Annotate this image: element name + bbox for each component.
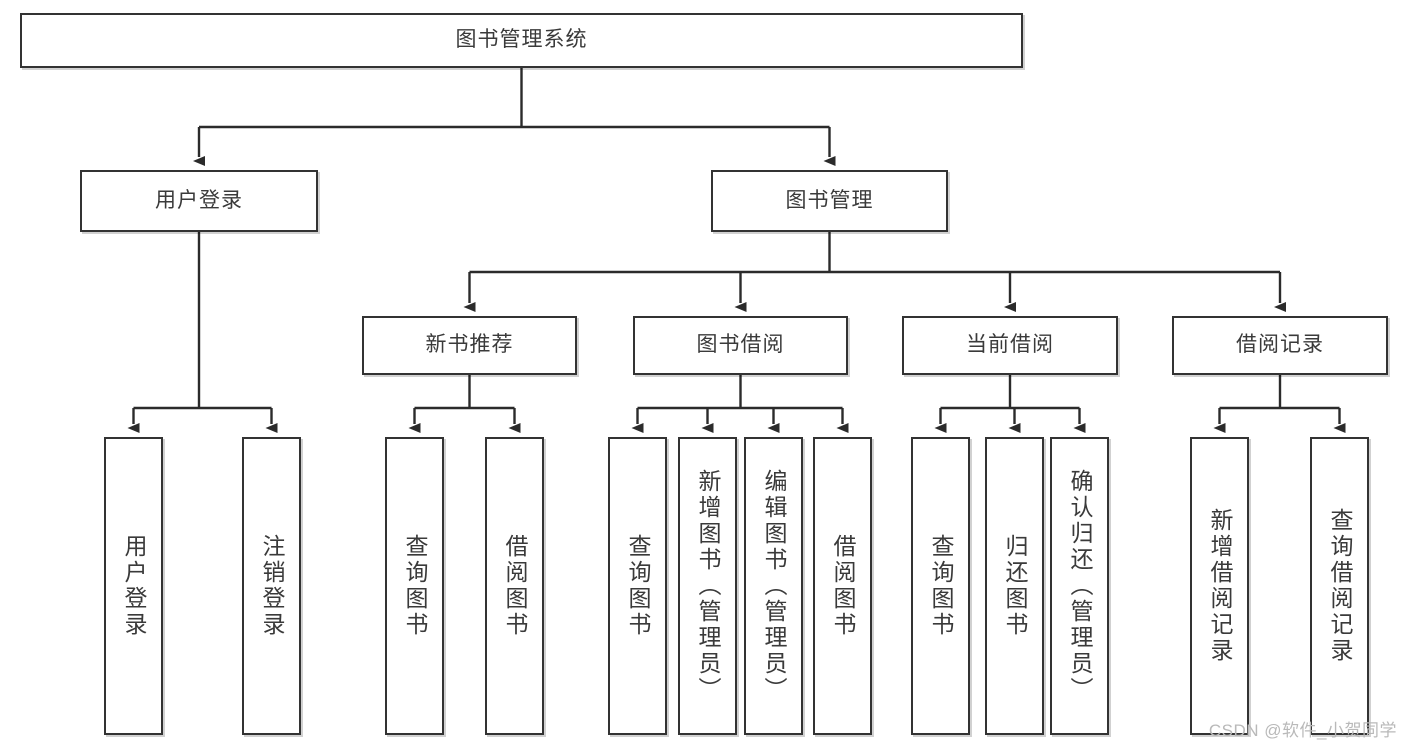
node-label: 新书推荐 bbox=[425, 333, 514, 357]
node-label: 注销登录 bbox=[259, 534, 285, 638]
node-label: 图书借阅 bbox=[696, 333, 785, 357]
node-leaf-borrow-book-bb[interactable]: 借阅图书 bbox=[813, 437, 872, 735]
node-label: 借阅图书 bbox=[830, 534, 856, 638]
node-leaf-add-book-bb[interactable]: 新增图书（管理员） bbox=[678, 437, 737, 735]
node-label: 查询图书 bbox=[928, 534, 954, 638]
node-user-login[interactable]: 用户登录 bbox=[80, 170, 318, 232]
node-label: 确认归还（管理员） bbox=[1067, 469, 1093, 703]
node-new-book-recommend[interactable]: 新书推荐 bbox=[362, 316, 577, 375]
node-leaf-return-book-cb[interactable]: 归还图书 bbox=[985, 437, 1044, 735]
node-leaf-borrow-book-nbr[interactable]: 借阅图书 bbox=[485, 437, 544, 735]
node-leaf-add-record-br[interactable]: 新增借阅记录 bbox=[1190, 437, 1249, 735]
node-label: 新增借阅记录 bbox=[1207, 508, 1233, 664]
node-leaf-query-book-nbr[interactable]: 查询图书 bbox=[385, 437, 444, 735]
node-current-borrow[interactable]: 当前借阅 bbox=[902, 316, 1118, 375]
node-label: 新增图书（管理员） bbox=[695, 469, 721, 703]
node-label: 当前借阅 bbox=[966, 333, 1054, 357]
node-borrow-record[interactable]: 借阅记录 bbox=[1172, 316, 1388, 375]
node-label: 用户登录 bbox=[155, 188, 243, 212]
node-label: 查询借阅记录 bbox=[1327, 508, 1353, 664]
node-leaf-query-book-cb[interactable]: 查询图书 bbox=[911, 437, 970, 735]
node-book-borrow[interactable]: 图书借阅 bbox=[633, 316, 848, 375]
node-label: 图书管理 bbox=[785, 188, 874, 212]
watermark-text: CSDN @软件_小贺同学 bbox=[1208, 721, 1397, 740]
node-label: 编辑图书（管理员） bbox=[761, 469, 787, 703]
node-label: 借阅记录 bbox=[1236, 333, 1324, 357]
node-label: 归还图书 bbox=[1002, 534, 1028, 638]
node-label: 借阅图书 bbox=[502, 534, 528, 638]
node-book-manage[interactable]: 图书管理 bbox=[711, 170, 948, 232]
node-leaf-query-book-bb[interactable]: 查询图书 bbox=[608, 437, 667, 735]
node-label: 用户登录 bbox=[121, 534, 147, 638]
node-label: 查询图书 bbox=[625, 534, 651, 638]
node-leaf-edit-book-bb[interactable]: 编辑图书（管理员） bbox=[744, 437, 803, 735]
node-label: 查询图书 bbox=[402, 534, 428, 638]
node-leaf-user-login[interactable]: 用户登录 bbox=[104, 437, 163, 735]
node-leaf-confirm-return-cb[interactable]: 确认归还（管理员） bbox=[1050, 437, 1109, 735]
node-label: 图书管理系统 bbox=[455, 28, 588, 52]
node-leaf-query-record-br[interactable]: 查询借阅记录 bbox=[1310, 437, 1369, 735]
node-leaf-logout-login[interactable]: 注销登录 bbox=[242, 437, 301, 735]
node-root[interactable]: 图书管理系统 bbox=[20, 13, 1023, 68]
